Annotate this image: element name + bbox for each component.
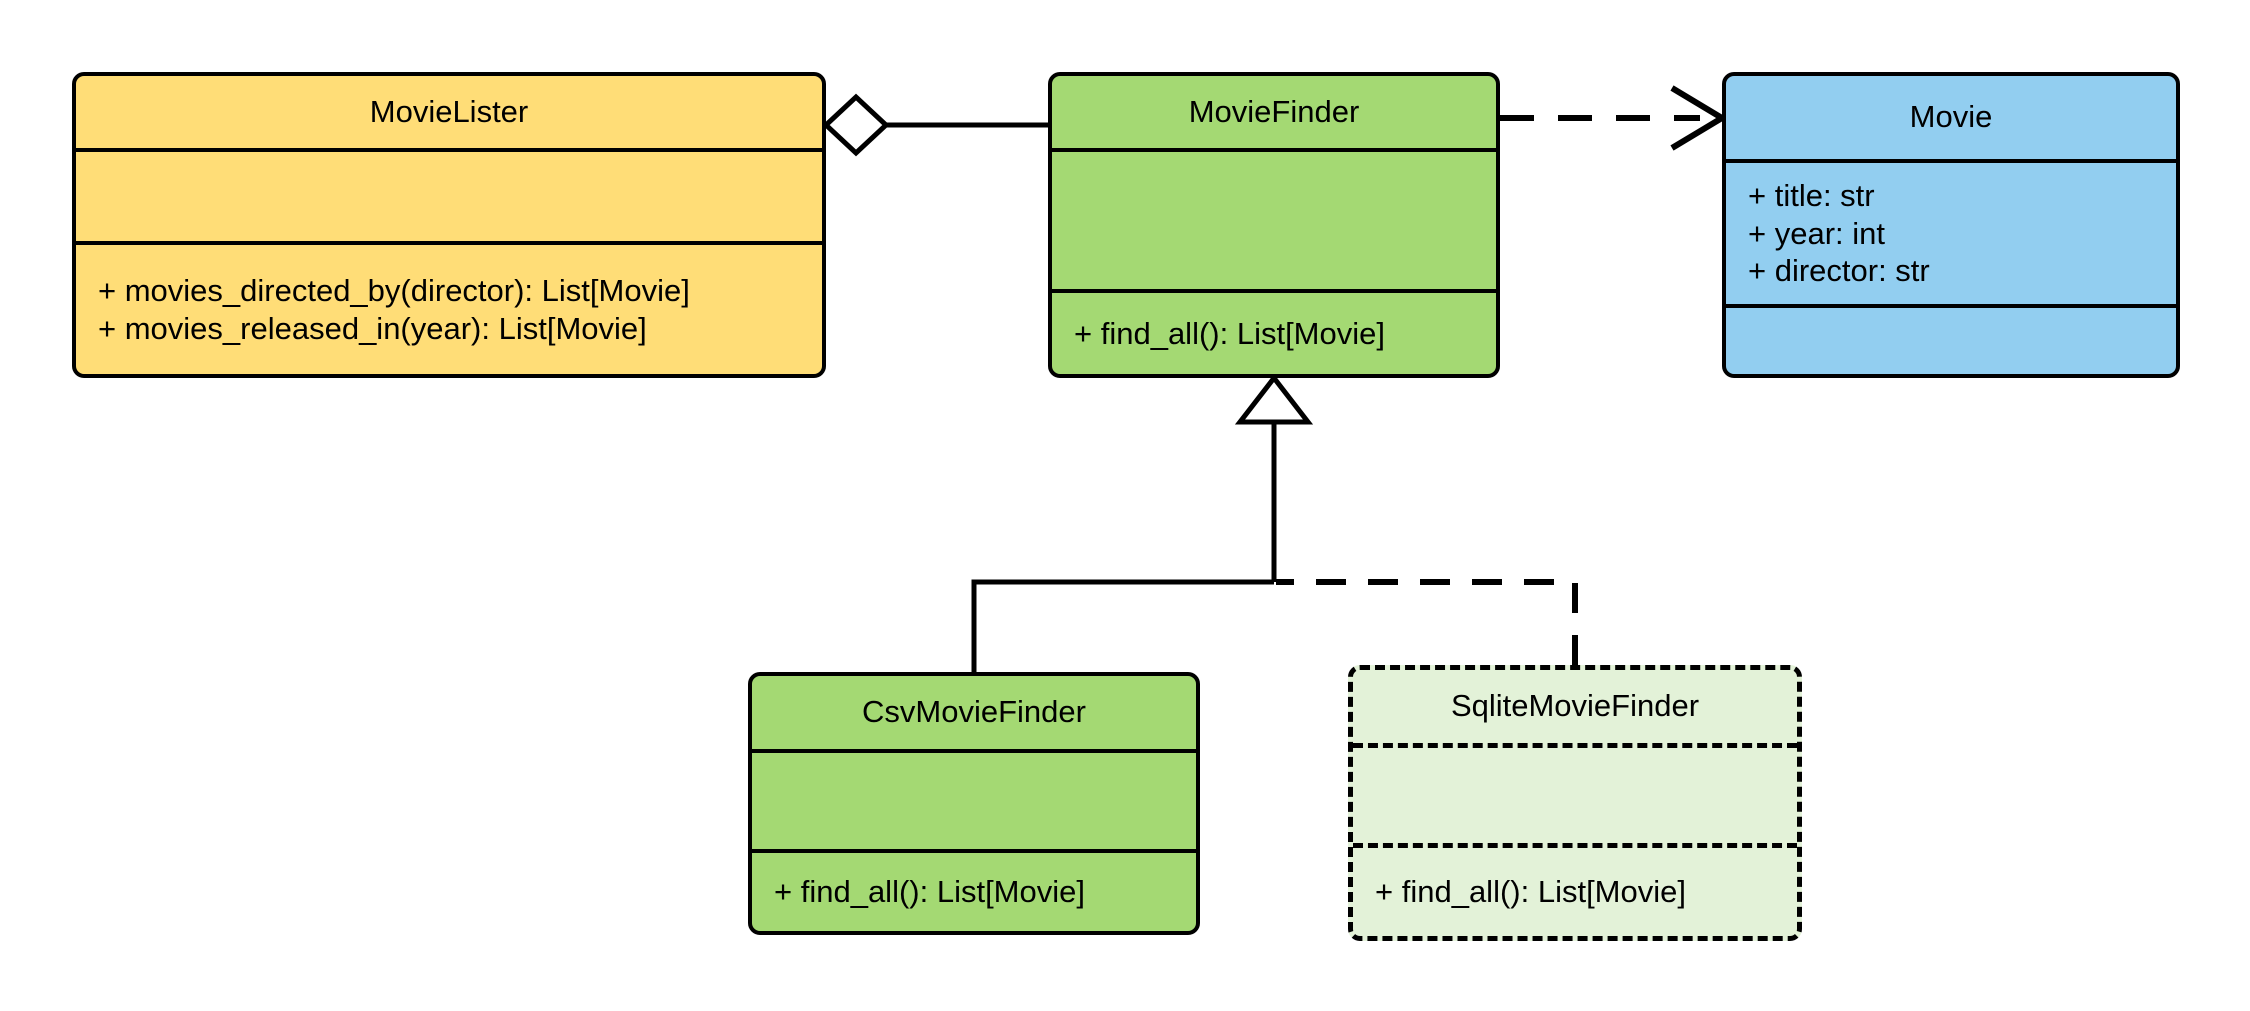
- class-title-compartment: MovieLister: [76, 76, 822, 148]
- inheritance-elbow-csv: [971, 579, 1274, 672]
- class-name-label: SqliteMovieFinder: [1450, 688, 1700, 724]
- attribute-item: + director: str: [1748, 253, 1930, 289]
- class-title-compartment: SqliteMovieFinder: [1353, 670, 1797, 743]
- open-arrow-icon: [1670, 85, 1728, 151]
- uml-class-moviefinder[interactable]: MovieFinder + find_all(): List[Movie]: [1048, 72, 1500, 378]
- class-methods-compartment: + find_all(): List[Movie]: [1052, 289, 1496, 374]
- class-methods-compartment: + movies_directed_by(director): List[Mov…: [76, 241, 822, 374]
- class-methods-compartment: + find_all(): List[Movie]: [752, 849, 1196, 931]
- method-item: + movies_released_in(year): List[Movie]: [98, 310, 647, 346]
- class-name-label: MovieFinder: [1188, 93, 1360, 129]
- attribute-item: + year: int: [1748, 215, 1885, 251]
- class-name-label: Movie: [1909, 99, 1993, 135]
- class-name-label: MovieLister: [369, 93, 529, 129]
- hollow-triangle-icon: [1234, 373, 1314, 425]
- inheritance-csv-finder: [971, 373, 1314, 672]
- class-attributes-compartment: [1353, 743, 1797, 843]
- uml-class-csvmoviefinder[interactable]: CsvMovieFinder + find_all(): List[Movie]: [748, 672, 1200, 935]
- attribute-item: + title: str: [1748, 177, 1875, 213]
- class-name-label: CsvMovieFinder: [862, 694, 1086, 730]
- class-title-compartment: MovieFinder: [1052, 76, 1496, 148]
- uml-class-movielister[interactable]: MovieLister + movies_directed_by(directo…: [72, 72, 826, 378]
- class-attributes-compartment: + title: str + year: int + director: str: [1726, 159, 2176, 304]
- uml-class-sqlitemoviefinder[interactable]: SqliteMovieFinder + find_all(): List[Mov…: [1348, 665, 1802, 941]
- inheritance-elbow-sqlite: [1276, 579, 1578, 665]
- class-attributes-compartment: [752, 749, 1196, 849]
- method-item: + movies_directed_by(director): List[Mov…: [98, 272, 690, 308]
- method-item: + find_all(): List[Movie]: [1375, 874, 1686, 910]
- aggregation-lister-finder: [822, 93, 1048, 157]
- dependency-finder-movie: [1500, 85, 1728, 151]
- class-attributes-compartment: [76, 148, 822, 241]
- class-title-compartment: CsvMovieFinder: [752, 676, 1196, 749]
- uml-class-movie[interactable]: Movie + title: str + year: int + directo…: [1722, 72, 2180, 378]
- class-attributes-compartment: [1052, 148, 1496, 289]
- inheritance-sqlite-finder: [1276, 579, 1578, 665]
- hollow-diamond-icon: [822, 93, 890, 157]
- class-methods-compartment: + find_all(): List[Movie]: [1353, 843, 1797, 936]
- class-methods-compartment: [1726, 304, 2176, 374]
- class-title-compartment: Movie: [1726, 76, 2176, 159]
- method-item: + find_all(): List[Movie]: [1074, 315, 1385, 351]
- method-item: + find_all(): List[Movie]: [774, 874, 1085, 910]
